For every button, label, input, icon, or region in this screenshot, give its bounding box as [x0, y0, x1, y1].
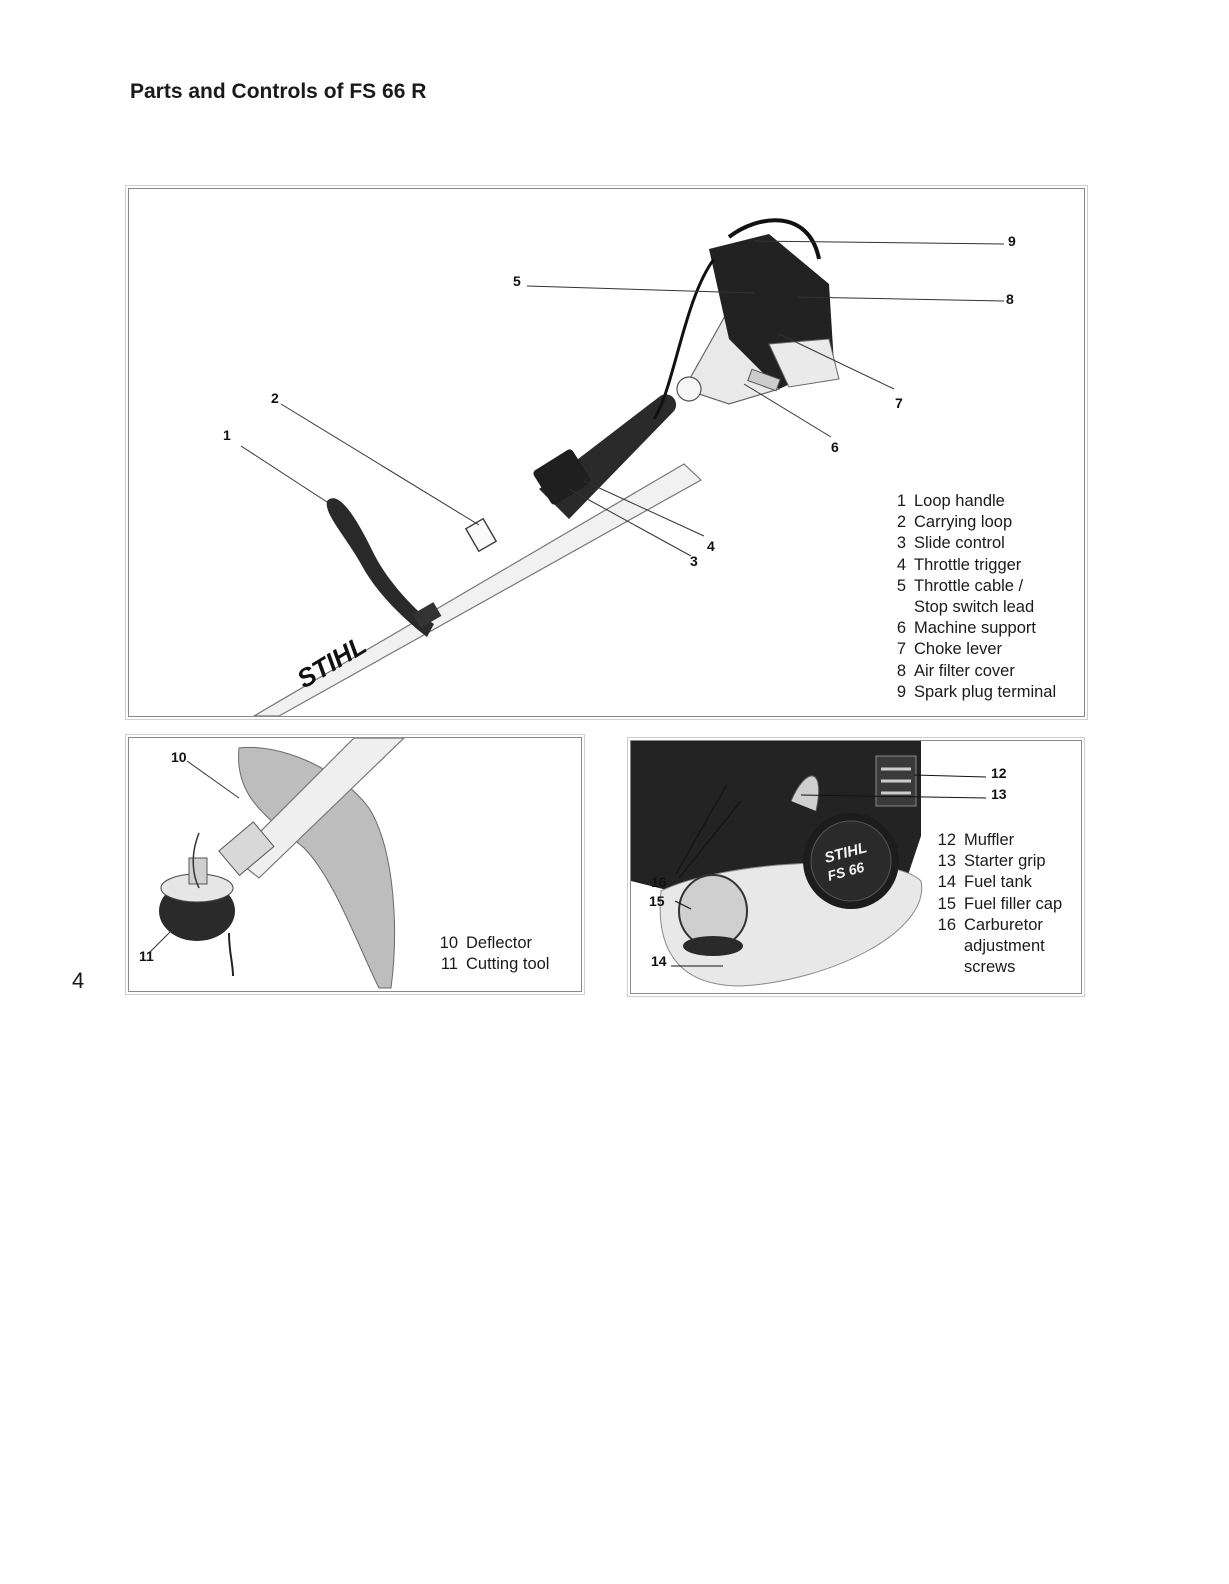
page-number: 4 — [72, 968, 85, 993]
callout-3: 3 — [690, 553, 698, 569]
callout-2: 2 — [271, 390, 279, 406]
engine-unit — [652, 218, 840, 420]
callout-leaders — [148, 760, 240, 954]
callout-8: 8 — [1006, 291, 1014, 307]
main-figure-panel: STIHL — [128, 188, 1085, 717]
cutting-figure-panel: 10 11 — [128, 737, 582, 992]
engine-closeup-illustration: STIHL FS 66 12 13 14 15 16 — [631, 741, 1007, 987]
carrying-loop — [464, 517, 498, 553]
callout-leaders — [671, 774, 987, 967]
callout-13: 13 — [991, 786, 1007, 802]
callout-6: 6 — [831, 439, 839, 455]
callout-15: 15 — [649, 893, 665, 909]
control-handle — [533, 394, 677, 519]
legend-item-continuation: screws — [964, 958, 1016, 977]
callout-5: 5 — [513, 273, 521, 289]
legend-item-continuation: adjustment — [964, 937, 1045, 956]
shaft-tube — [233, 738, 405, 879]
callout-1: 1 — [223, 427, 231, 443]
callout-16: 16 — [651, 874, 667, 890]
callout-7: 7 — [895, 395, 903, 411]
callout-12: 12 — [991, 765, 1007, 781]
legend-item-continuation: Stop switch lead — [914, 598, 1035, 617]
callout-9: 9 — [1008, 233, 1016, 249]
callout-10: 10 — [171, 749, 187, 765]
drive-shaft — [252, 463, 703, 716]
engine-figure-panel: STIHL FS 66 12 13 14 15 16 — [630, 740, 1082, 994]
trimmer-illustration: STIHL — [223, 218, 1016, 716]
callout-14: 14 — [651, 953, 667, 969]
callout-11: 11 — [139, 948, 154, 964]
page-title: Parts and Controls of FS 66 R — [130, 80, 427, 103]
callout-leaders — [240, 240, 1005, 557]
loop-handle — [326, 498, 442, 637]
cutting-head-illustration: 10 11 — [139, 738, 405, 989]
callout-4: 4 — [707, 538, 715, 554]
